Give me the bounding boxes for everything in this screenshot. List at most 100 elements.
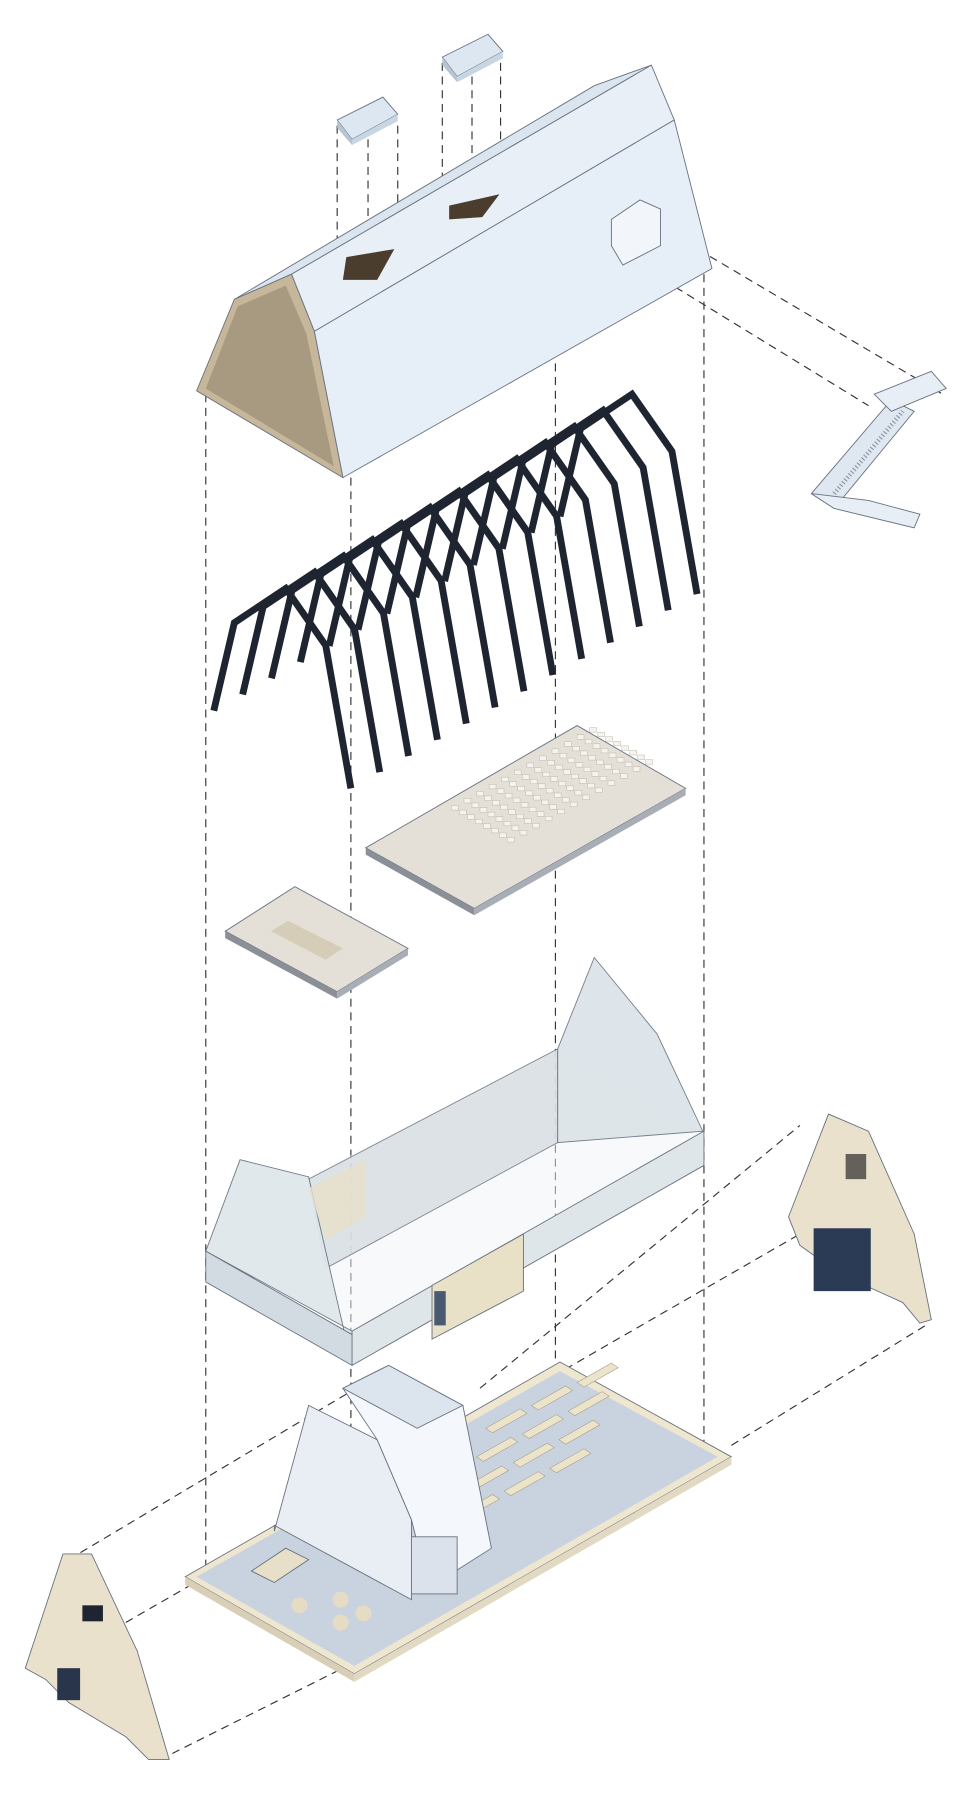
seat <box>571 773 579 780</box>
table <box>558 1419 601 1445</box>
seat <box>559 753 568 759</box>
stair <box>810 370 947 529</box>
table <box>485 1408 528 1434</box>
seat <box>533 795 541 801</box>
frame <box>470 438 614 644</box>
seat <box>589 727 597 733</box>
seat <box>587 783 595 789</box>
seat <box>576 734 585 740</box>
frame <box>412 470 557 676</box>
seat <box>621 745 629 751</box>
table <box>512 1442 555 1468</box>
seat <box>488 784 497 790</box>
seat <box>580 750 588 756</box>
seat <box>524 818 532 824</box>
seat <box>514 769 522 775</box>
frame <box>296 535 441 741</box>
seat <box>525 790 533 796</box>
frame <box>498 421 643 628</box>
glass-envelope <box>205 956 705 1367</box>
seat <box>582 794 590 800</box>
table <box>576 1362 619 1388</box>
seat <box>526 762 534 768</box>
seat <box>451 805 459 811</box>
seat <box>536 811 545 817</box>
seat <box>555 764 563 770</box>
seat <box>574 790 582 796</box>
seat <box>554 792 562 798</box>
seat <box>520 802 529 808</box>
seat <box>504 793 513 799</box>
mezzanine-floor-plate <box>224 886 409 999</box>
seat <box>475 819 483 825</box>
table <box>503 1471 546 1496</box>
seat <box>632 766 641 772</box>
seat <box>567 757 576 763</box>
table <box>476 1437 519 1462</box>
frame <box>325 518 470 725</box>
seat <box>547 760 555 766</box>
seat <box>508 809 516 815</box>
seat <box>629 750 637 756</box>
seat <box>522 774 530 780</box>
frame <box>441 454 586 660</box>
seat <box>575 762 584 768</box>
seat <box>512 797 521 803</box>
seat <box>549 804 557 810</box>
seat <box>538 783 546 789</box>
seat <box>459 809 467 815</box>
seat <box>612 768 620 774</box>
frame <box>556 389 701 595</box>
frame <box>527 405 672 611</box>
seat <box>484 795 492 801</box>
seat <box>588 755 596 761</box>
seat <box>476 791 484 797</box>
seat <box>471 802 480 808</box>
seat <box>562 797 570 803</box>
end-wall-left <box>24 1553 170 1761</box>
seat <box>532 823 540 829</box>
seat <box>550 776 558 782</box>
seat <box>546 788 554 794</box>
seat <box>584 739 593 745</box>
seat <box>467 814 475 820</box>
seat <box>563 769 571 775</box>
frame <box>210 583 355 789</box>
frame <box>383 486 528 692</box>
seat <box>507 837 515 843</box>
seat <box>600 748 609 754</box>
skylight-right <box>441 33 504 83</box>
seat <box>530 779 538 785</box>
seat <box>608 752 617 758</box>
seat <box>558 781 566 787</box>
seat <box>595 787 603 793</box>
seat <box>613 741 621 747</box>
structural-frames <box>210 389 701 789</box>
skylight-left <box>336 96 399 146</box>
upper-floor-plate <box>364 725 687 916</box>
seat <box>591 771 600 777</box>
seat <box>483 823 491 829</box>
seat <box>509 781 517 787</box>
seat <box>572 746 580 752</box>
seat <box>624 761 633 767</box>
seat <box>516 813 524 820</box>
seat <box>479 807 488 813</box>
seat <box>637 754 645 760</box>
seat <box>645 759 653 765</box>
frame <box>268 551 412 757</box>
seat <box>499 832 507 838</box>
table <box>530 1385 574 1411</box>
seat <box>539 755 547 761</box>
seat <box>496 788 505 794</box>
seat <box>592 743 601 749</box>
seat <box>491 828 499 834</box>
seat <box>501 776 509 782</box>
seat <box>519 830 528 836</box>
frame <box>239 567 384 773</box>
seat <box>557 808 565 814</box>
seat <box>534 767 542 773</box>
seat <box>511 825 520 831</box>
seat <box>566 785 574 791</box>
